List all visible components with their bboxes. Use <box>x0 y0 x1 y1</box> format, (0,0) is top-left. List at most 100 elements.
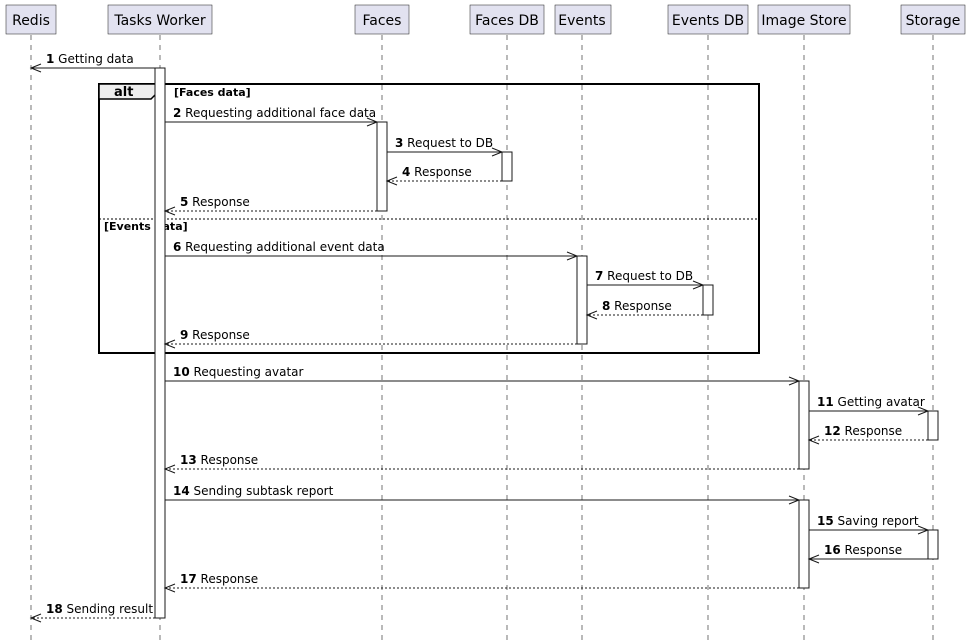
participant-label-faces: Faces <box>363 13 402 29</box>
message-text: Response <box>188 195 249 209</box>
message-number: 11 <box>817 395 834 409</box>
message-number: 2 <box>173 106 181 120</box>
activations <box>154 67 939 619</box>
message-1: 1 Getting data <box>29 52 155 73</box>
message-text: Getting data <box>54 52 133 66</box>
message-number: 10 <box>173 365 190 379</box>
message-number: 4 <box>402 165 410 179</box>
message-text: Sending subtask report <box>190 484 334 498</box>
arrowhead-15 <box>917 525 930 535</box>
message-label-17: 17 Response <box>180 572 258 586</box>
message-number: 7 <box>595 269 603 283</box>
arrowhead-7 <box>692 280 705 290</box>
message-label-16: 16 Response <box>824 543 902 557</box>
participant-box-redis <box>5 4 57 35</box>
message-number: 12 <box>824 424 841 438</box>
participant-label-events: Events <box>558 13 605 29</box>
message-12: 12 Response <box>807 424 928 445</box>
activation-eventsdb <box>702 284 714 316</box>
arrowhead-6 <box>566 251 579 261</box>
messages: 1 Getting data 2 Requesting additional fa… <box>29 52 930 623</box>
message-18: 18 Sending result <box>29 602 155 623</box>
arrowhead-4 <box>385 176 398 186</box>
arrowhead-10 <box>788 376 801 386</box>
participant-faces: Faces <box>354 4 410 35</box>
message-label-1: 1 Getting data <box>46 52 134 66</box>
lifelines <box>30 35 934 642</box>
activation-events <box>576 255 588 345</box>
message-5: 5 Response <box>163 195 377 216</box>
arrowhead-17 <box>163 583 176 593</box>
message-number: 16 <box>824 543 841 557</box>
message-text: Response <box>610 299 671 313</box>
arrowhead-13 <box>163 464 176 474</box>
message-number: 18 <box>46 602 63 616</box>
participant-label-storage: Storage <box>906 13 961 29</box>
message-label-14: 14 Sending subtask report <box>173 484 334 498</box>
message-10: 10 Requesting avatar <box>165 365 801 386</box>
message-text: Requesting additional face data <box>181 106 376 120</box>
message-number: 17 <box>180 572 197 586</box>
arrowhead-11 <box>917 406 930 416</box>
participant-facesdb: Faces DB <box>469 4 545 35</box>
activation-storage <box>927 410 939 441</box>
message-number: 13 <box>180 453 197 467</box>
message-2: 2 Requesting additional face data <box>165 106 379 127</box>
participant-label-eventsdb: Events DB <box>672 13 744 29</box>
message-label-4: 4 Response <box>402 165 472 179</box>
alt-fragment: alt [Faces data] [Events data] <box>98 83 760 354</box>
message-number: 5 <box>180 195 188 209</box>
activation-imagestore <box>798 499 810 589</box>
message-number: 6 <box>173 240 181 254</box>
participant-events: Events <box>554 4 612 35</box>
message-4: 4 Response <box>385 165 502 186</box>
message-number: 15 <box>817 514 834 528</box>
message-text: Request to DB <box>603 269 693 283</box>
message-6: 6 Requesting additional event data <box>165 240 579 261</box>
arrowhead-12 <box>807 435 820 445</box>
message-3: 3 Request to DB <box>387 136 504 157</box>
arrowhead-3 <box>491 147 504 157</box>
message-13: 13 Response <box>163 453 799 474</box>
message-text: Getting avatar <box>834 395 925 409</box>
participant-box-worker <box>107 4 213 35</box>
participant-label-worker: Tasks Worker <box>113 13 206 29</box>
message-text: Response <box>188 328 249 342</box>
participant-box-imagestore <box>757 4 851 35</box>
message-17: 17 Response <box>163 572 799 593</box>
message-number: 14 <box>173 484 190 498</box>
arrowhead-16 <box>807 554 820 564</box>
arrowhead-8 <box>585 310 598 320</box>
message-16: 16 Response <box>807 543 928 564</box>
message-label-5: 5 Response <box>180 195 250 209</box>
message-label-7: 7 Request to DB <box>595 269 693 283</box>
participants-top: Redis Tasks Worker Faces Faces DB Events Even… <box>5 4 966 35</box>
message-text: Requesting avatar <box>190 365 304 379</box>
message-label-10: 10 Requesting avatar <box>173 365 304 379</box>
message-label-6: 6 Requesting additional event data <box>173 240 385 254</box>
participant-box-eventsdb <box>667 4 749 35</box>
message-label-13: 13 Response <box>180 453 258 467</box>
message-text: Response <box>841 543 902 557</box>
participant-worker: Tasks Worker <box>107 4 213 35</box>
message-14: 14 Sending subtask report <box>165 484 801 505</box>
message-number: 1 <box>46 52 54 66</box>
participant-box-events <box>554 4 612 35</box>
participant-redis: Redis <box>5 4 57 35</box>
message-number: 8 <box>602 299 610 313</box>
message-text: Response <box>197 453 258 467</box>
message-text: Sending result <box>63 602 154 616</box>
participant-imagestore: Image Store <box>757 4 851 35</box>
message-15: 15 Saving report <box>809 514 930 535</box>
arrowhead-1 <box>29 63 42 73</box>
activation-faces <box>376 121 388 212</box>
message-text: Response <box>410 165 471 179</box>
message-label-3: 3 Request to DB <box>395 136 493 150</box>
arrowhead-5 <box>163 206 176 216</box>
arrowhead-18 <box>29 613 42 623</box>
message-label-15: 15 Saving report <box>817 514 919 528</box>
participant-storage: Storage <box>900 4 966 35</box>
message-text: Response <box>841 424 902 438</box>
participant-label-imagestore: Image Store <box>761 13 846 29</box>
